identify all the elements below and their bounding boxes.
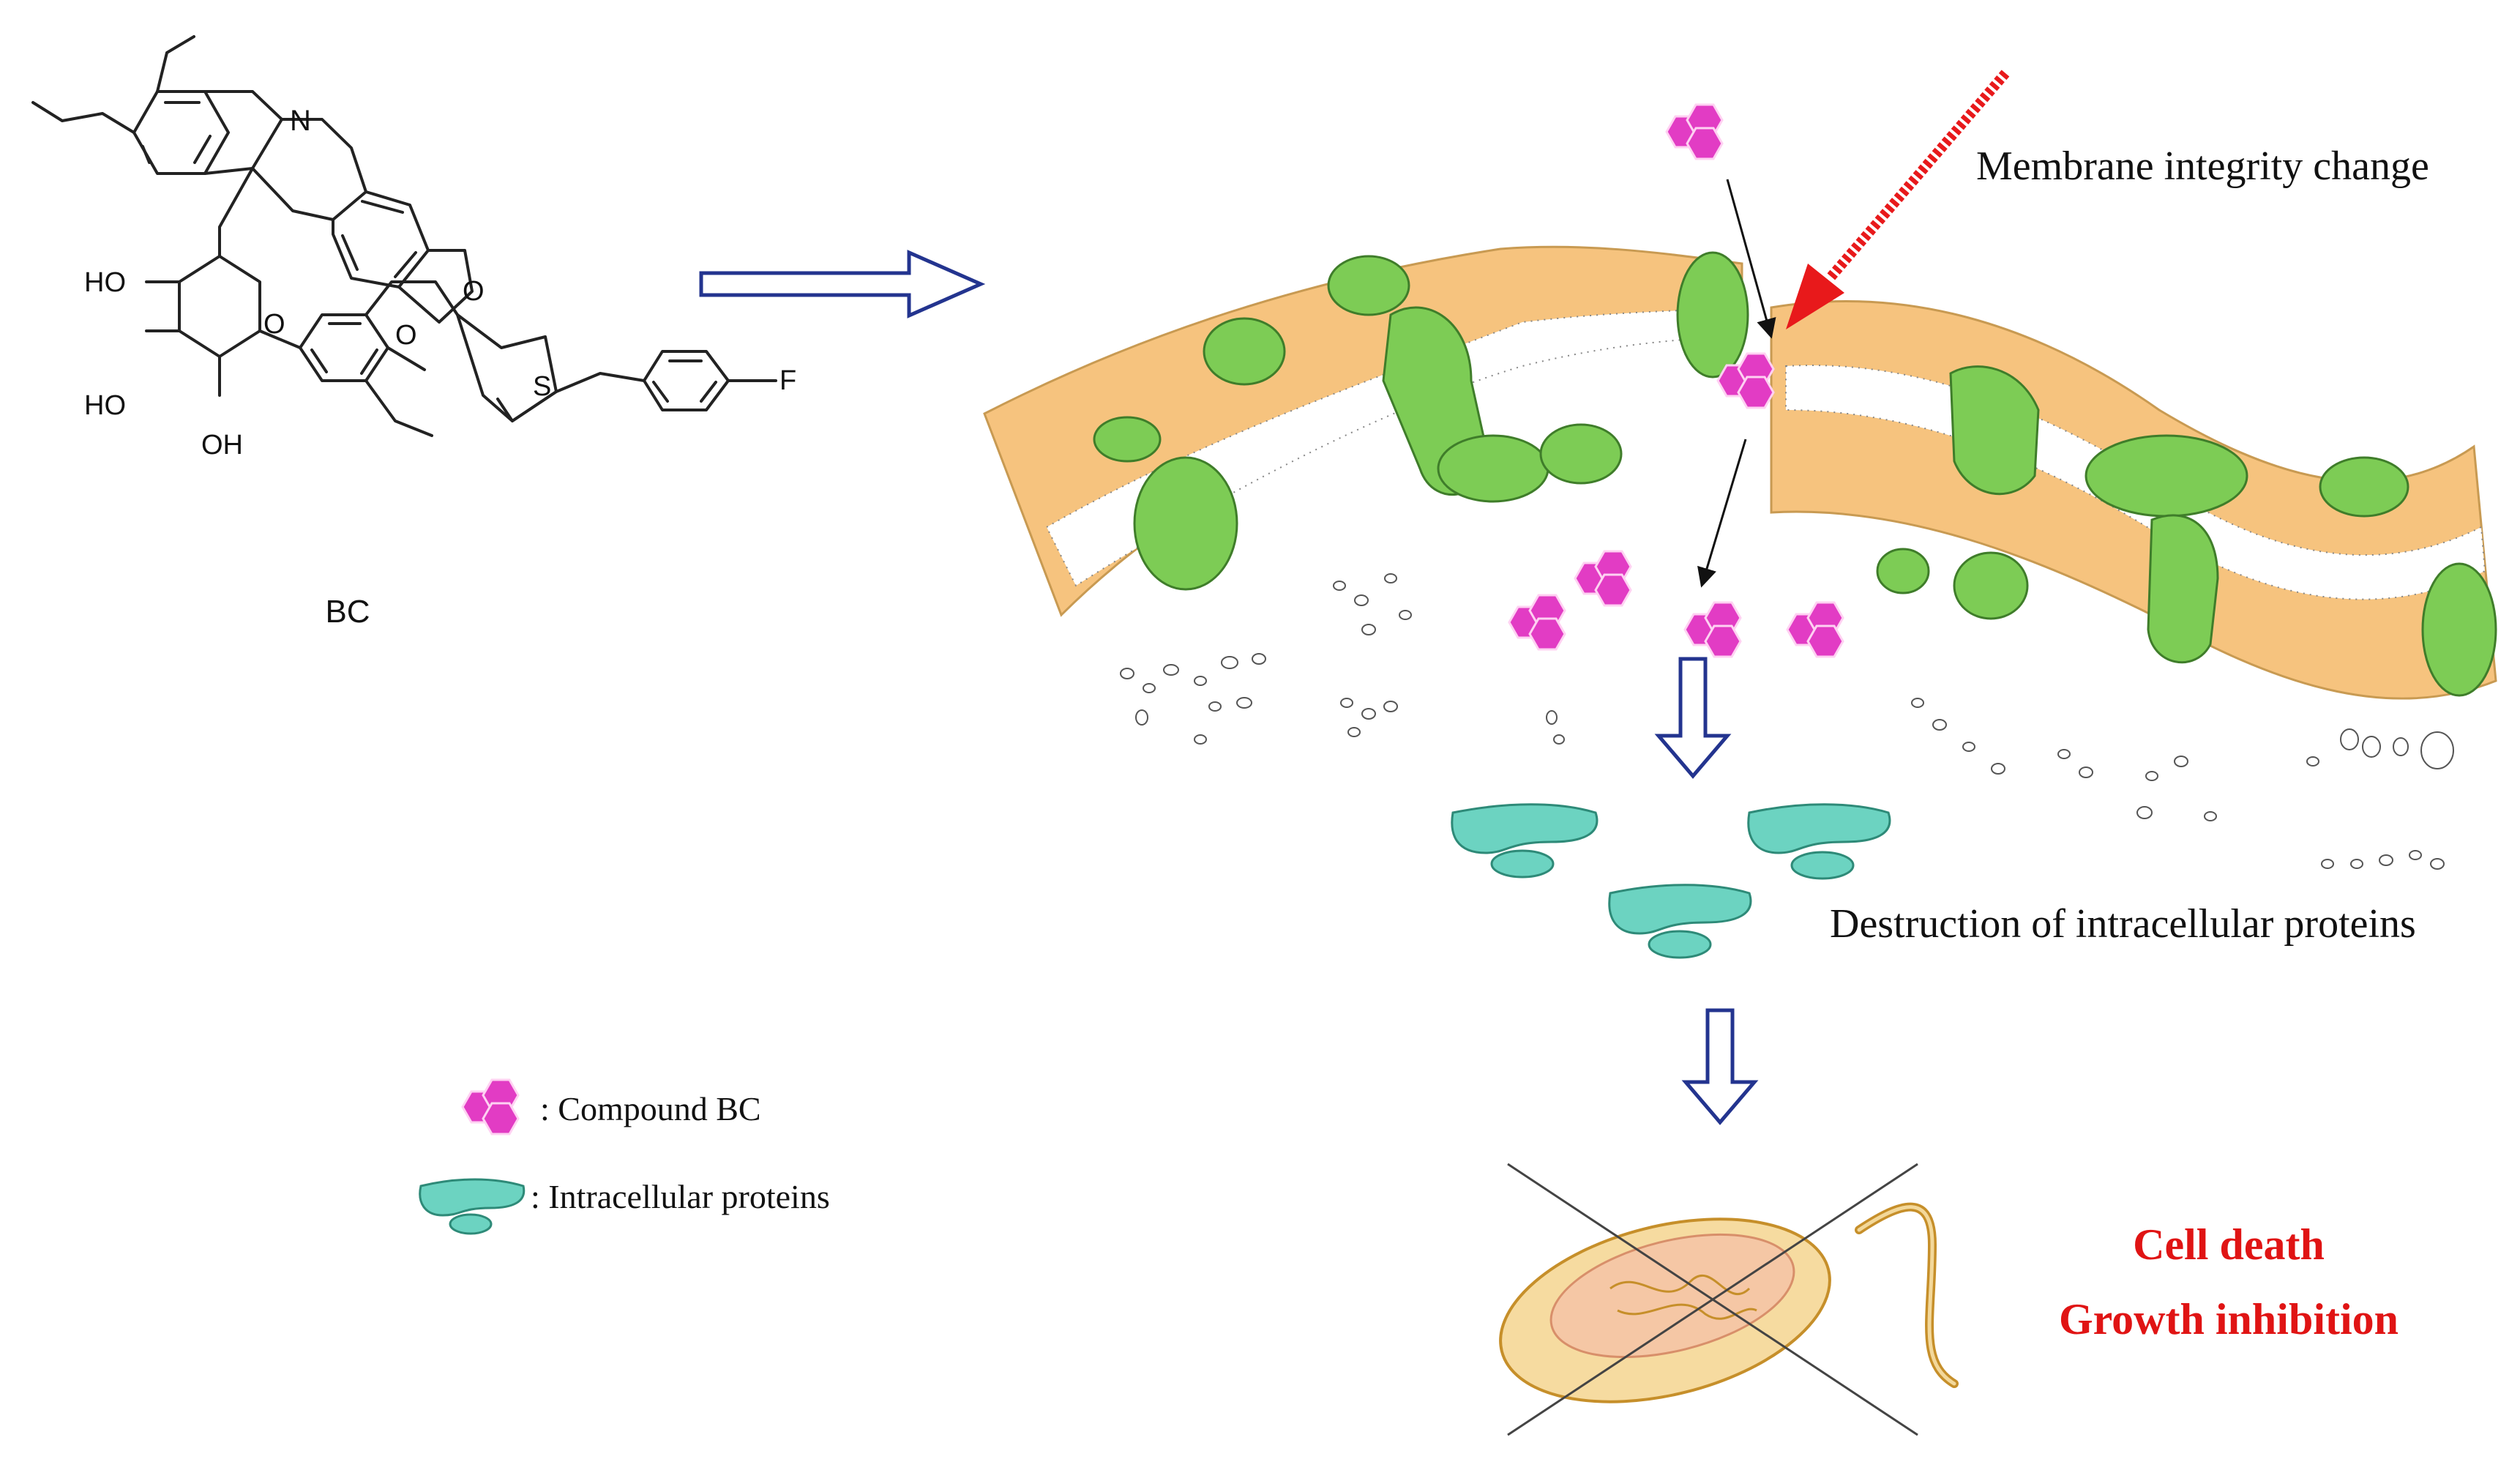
molecule-structure — [31, 35, 777, 437]
compound-bc-icon — [1683, 601, 1742, 658]
membrane-left-tails — [1045, 306, 1743, 587]
legend-compound-label: : Compound BC — [540, 1090, 761, 1127]
atom-f: F — [779, 365, 796, 396]
membrane-protein — [1876, 548, 1930, 594]
membrane-protein — [1437, 434, 1549, 503]
legend: : Compound BC : Intracellular proteins — [419, 1078, 830, 1235]
cell-death-label: Cell death — [2133, 1220, 2325, 1269]
membrane-protein — [1676, 251, 1749, 378]
membrane-protein — [1953, 551, 2029, 620]
molecule-name: BC — [325, 594, 370, 630]
compound-bc-icon — [1574, 550, 1632, 607]
legend-proteins-label: : Intracellular proteins — [531, 1178, 830, 1215]
legend-intracellular-protein-icon — [419, 1178, 526, 1235]
intracellular-protein-icon — [1451, 803, 1599, 879]
molecule-atom-labels: N O O O HO HO OH S F — [84, 105, 796, 460]
compound-bc-icon — [1508, 594, 1566, 651]
membrane-protein — [1203, 317, 1286, 386]
cell-membrane — [983, 245, 2497, 870]
atom-o-2: O — [395, 320, 417, 351]
membrane-protein — [2147, 514, 2219, 664]
membrane-protein — [2421, 562, 2497, 697]
atom-s: S — [533, 371, 551, 402]
atom-o-1: O — [463, 276, 485, 307]
membrane-protein — [1949, 365, 2040, 496]
legend-compound-bc-icon — [461, 1078, 520, 1135]
compound-bc-icon — [1665, 103, 1724, 160]
atom-n: N — [290, 105, 311, 137]
compound-path-arrow — [1726, 179, 1776, 339]
compound-path-arrow — [1697, 439, 1747, 588]
hollow-arrow-icon — [699, 250, 986, 318]
atom-ho-2: HO — [84, 390, 126, 421]
membrane-change-label: Membrane integrity change — [1976, 143, 2429, 189]
membrane-protein — [1327, 255, 1410, 316]
atom-oh: OH — [201, 430, 243, 460]
compound-bc-icon — [1786, 601, 1844, 658]
membrane-protein — [1133, 456, 1238, 591]
growth-inhibition-label: Growth inhibition — [2059, 1295, 2399, 1343]
protein-destruction-label: Destruction of intracellular proteins — [1830, 901, 2416, 947]
hollow-arrow-icon — [1681, 1008, 1759, 1125]
membrane-protein — [1093, 416, 1162, 463]
membrane-protein — [1539, 423, 1623, 485]
red-arrow-icon — [1786, 70, 2010, 329]
bacterium-icon — [1499, 1163, 1959, 1436]
cell-debris — [1120, 573, 2454, 870]
intracellular-protein-icon — [1608, 884, 1752, 959]
membrane-protein — [2319, 456, 2409, 518]
membrane-protein — [2085, 434, 2248, 518]
atom-o-3: O — [263, 309, 285, 340]
intracellular-proteins-group — [1451, 803, 1891, 959]
hollow-arrow-icon — [1654, 657, 1732, 779]
atom-ho-1: HO — [84, 267, 126, 298]
intracellular-protein-icon — [1747, 803, 1891, 880]
